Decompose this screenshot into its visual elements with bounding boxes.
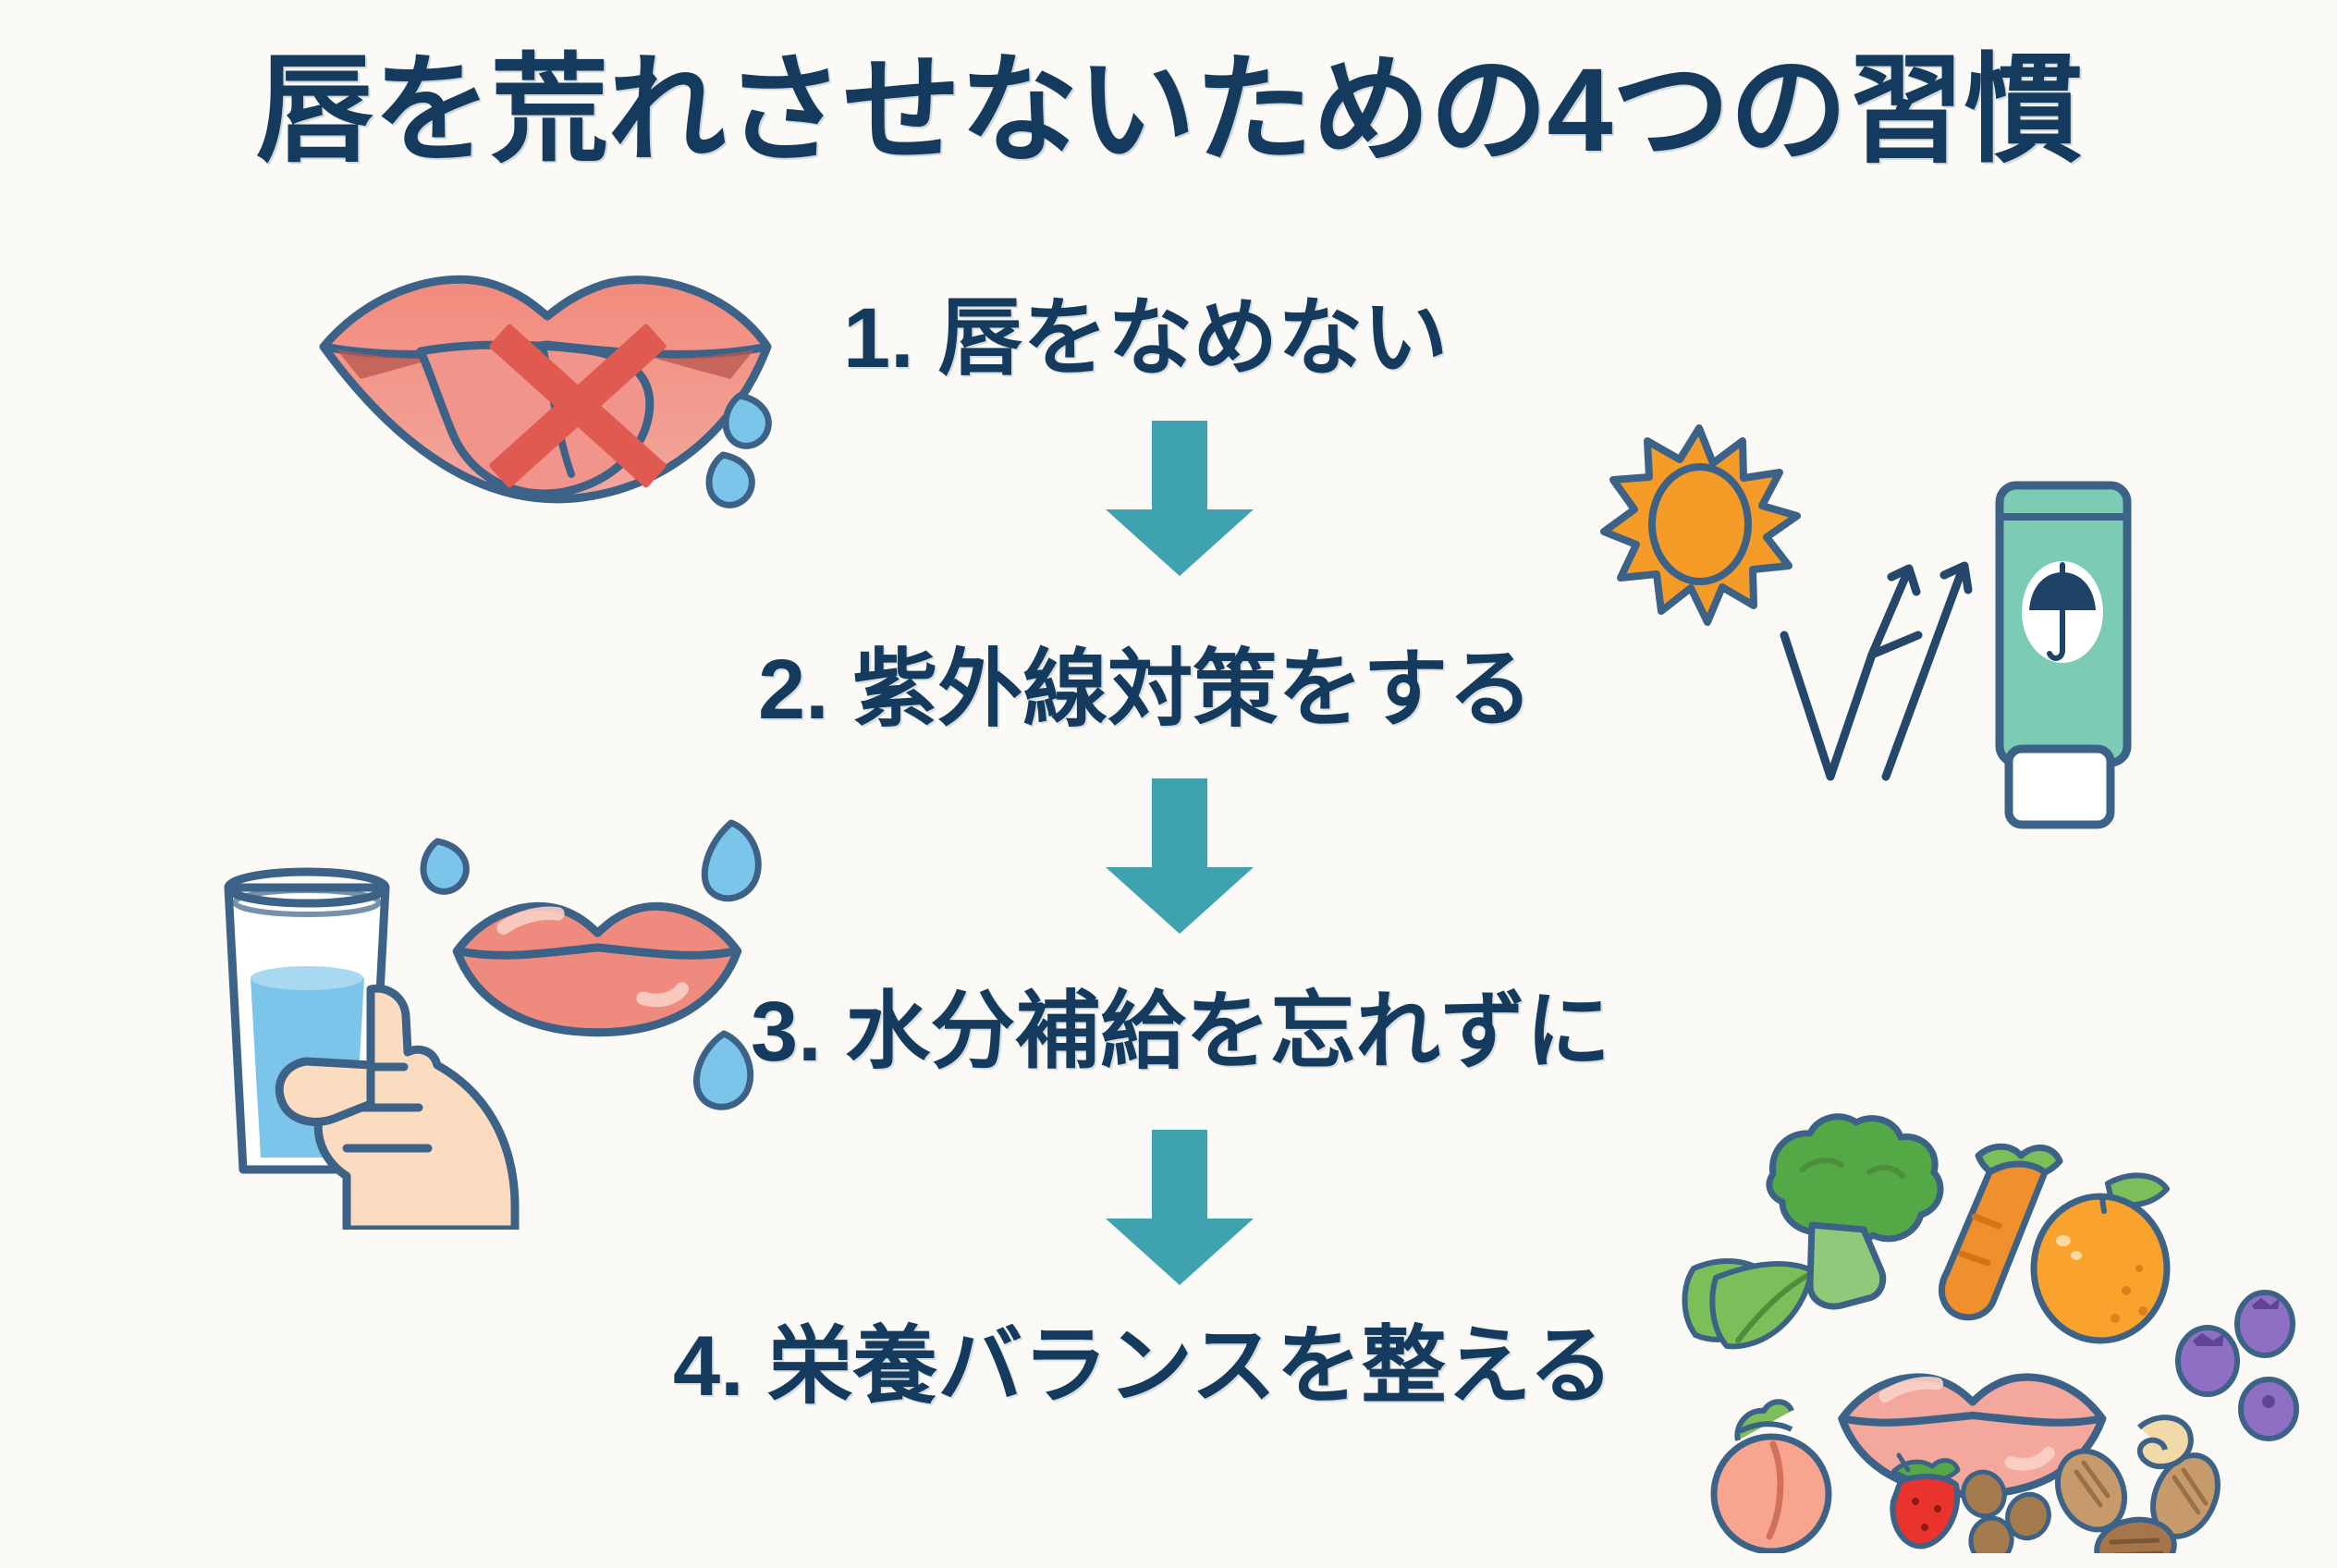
peach-icon — [1710, 1399, 1832, 1555]
illustration-hydration — [190, 814, 781, 1234]
step-label-3: 3. 水分補給を忘れずに — [751, 985, 1611, 1079]
arrow-step2-to-step3 — [1098, 778, 1261, 936]
step-label-1: 1. 唇をなめない — [843, 291, 1449, 386]
step-label-2: 2. 紫外線対策をする — [758, 643, 1534, 737]
illustration-lips-licking — [305, 250, 804, 601]
orange-fruit-icon — [2030, 1172, 2171, 1344]
uv-rays-icon — [1780, 561, 1973, 781]
spinach-leaf-icon — [1682, 1258, 1817, 1350]
blueberry-icon — [2175, 1290, 2299, 1441]
carrot-icon — [1939, 1143, 2063, 1321]
arrow-step1-to-step2 — [1098, 421, 1261, 578]
sun-icon — [1600, 424, 1801, 626]
strawberry-icon — [1890, 1452, 1961, 1550]
sunscreen-tube-icon — [1995, 481, 2132, 829]
illustration-nutrition — [1673, 1063, 2320, 1568]
step-label-4: 4. 栄養バランスを整える — [673, 1319, 1614, 1414]
illustration-uv-protection — [1595, 421, 2334, 1048]
broccoli-icon — [1766, 1113, 1944, 1310]
arrow-step3-to-step4 — [1098, 1130, 1261, 1287]
red-x-icon — [489, 324, 667, 488]
page-title: 唇を荒れさせないための4つの習慣 — [255, 44, 2082, 177]
nuts-seeds-icon — [1961, 1415, 2221, 1568]
